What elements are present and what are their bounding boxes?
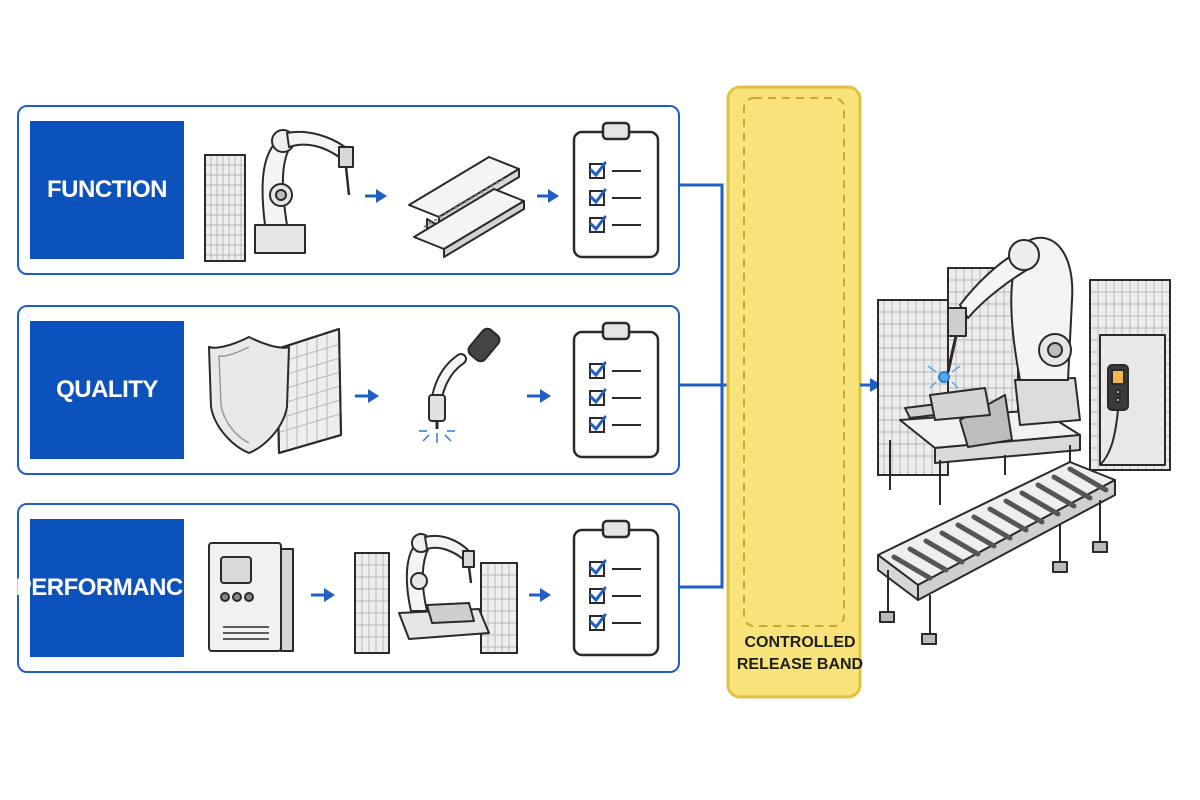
flow-arrow-icon (537, 189, 559, 203)
checklist-clipboard-icon (572, 519, 660, 657)
control-cabinet-icon (208, 542, 294, 652)
flow-arrow-icon (365, 189, 387, 203)
quality-label-block: QUALITY (30, 321, 184, 459)
flow-arrow-icon (311, 588, 335, 602)
performance-label: PERFORMANCE (15, 574, 199, 601)
automated-welding-line-icon (877, 236, 1171, 645)
flow-arrow-icon (529, 588, 551, 602)
function-label-block: FUNCTION (30, 121, 184, 259)
welding-robot-icon (927, 236, 1081, 426)
quality-label: QUALITY (56, 376, 158, 403)
robot-welding-cell-icon (354, 533, 518, 654)
welding-torch-icon (419, 327, 501, 443)
performance-row: PERFORMANCE (16, 503, 680, 673)
band-label-line2: RELEASE BAND (736, 656, 864, 673)
performance-row-icons (208, 519, 660, 657)
performance-label-block: PERFORMANCE (16, 519, 199, 657)
function-row-icons (204, 121, 660, 262)
checklist-clipboard-icon (572, 121, 660, 259)
arrow-out-of-band-icon (870, 378, 882, 392)
controlled-release-band (726, 85, 862, 699)
quality-row-icons (208, 321, 660, 459)
robot-arm-cell-icon (204, 129, 354, 262)
roller-conveyor-icon (877, 461, 1116, 645)
band-label: CONTROLLED RELEASE BAND (735, 632, 865, 676)
shield-fence-icon (208, 328, 342, 454)
flow-arrow-icon (355, 389, 379, 403)
control-cabinet-icon (1099, 334, 1166, 466)
function-label: FUNCTION (47, 176, 167, 203)
checklist-clipboard-icon (572, 321, 660, 459)
function-row: FUNCTION (17, 105, 680, 275)
steel-beam-icon (408, 156, 525, 258)
band-label-line1: CONTROLLED (744, 634, 856, 651)
flow-arrow-icon (527, 389, 551, 403)
quality-row: QUALITY (17, 305, 680, 475)
